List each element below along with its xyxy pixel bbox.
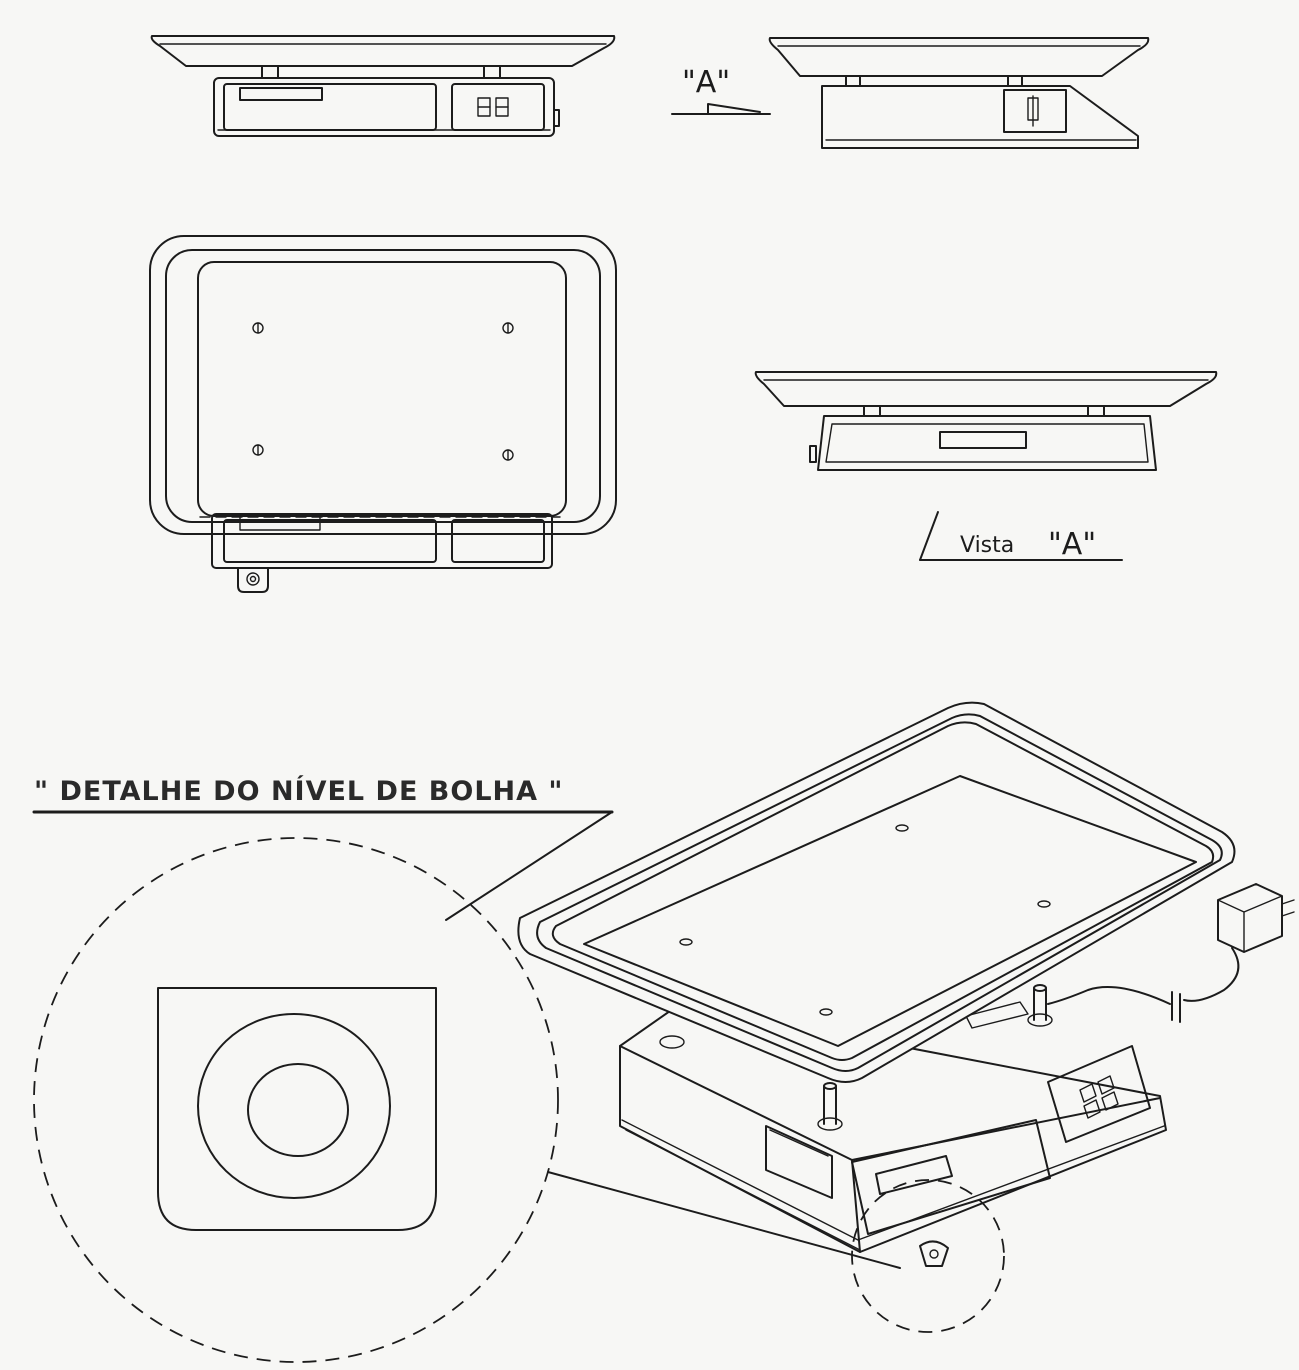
platter-screw [252, 444, 264, 456]
bubble-level-detail [33, 837, 901, 1363]
platter-screw [502, 322, 514, 334]
front-power-switch [553, 109, 560, 127]
front-view-scale [150, 35, 616, 137]
front-keypad-panel [451, 83, 545, 131]
side-view-scale [768, 37, 1150, 149]
isometric-view-scale [517, 701, 1295, 1333]
top-view-scale [149, 235, 617, 593]
rear-display-window [939, 431, 1027, 449]
vista-a-label: Vista "A" [919, 511, 1123, 562]
rear-view-scale [754, 371, 1218, 471]
detail-title: " DETALHE DO NÍVEL DE BOLHA " [34, 775, 564, 807]
detail-title-block: " DETALHE DO NÍVEL DE BOLHA " [32, 775, 614, 921]
front-display-window [223, 83, 437, 131]
side-level-panel [1003, 89, 1067, 133]
platter-screw [252, 322, 264, 334]
front-display-screen [239, 87, 323, 101]
level-housing [157, 987, 437, 1231]
platter-screw [502, 449, 514, 461]
level-outer-ring [197, 1013, 391, 1199]
view-arrow-label: "A" [682, 65, 730, 100]
level-bubble [247, 1063, 349, 1157]
vista-label-prefix: Vista [960, 533, 1014, 558]
vista-label-letter: "A" [1048, 527, 1096, 562]
view-arrow-a: "A" [671, 65, 771, 115]
